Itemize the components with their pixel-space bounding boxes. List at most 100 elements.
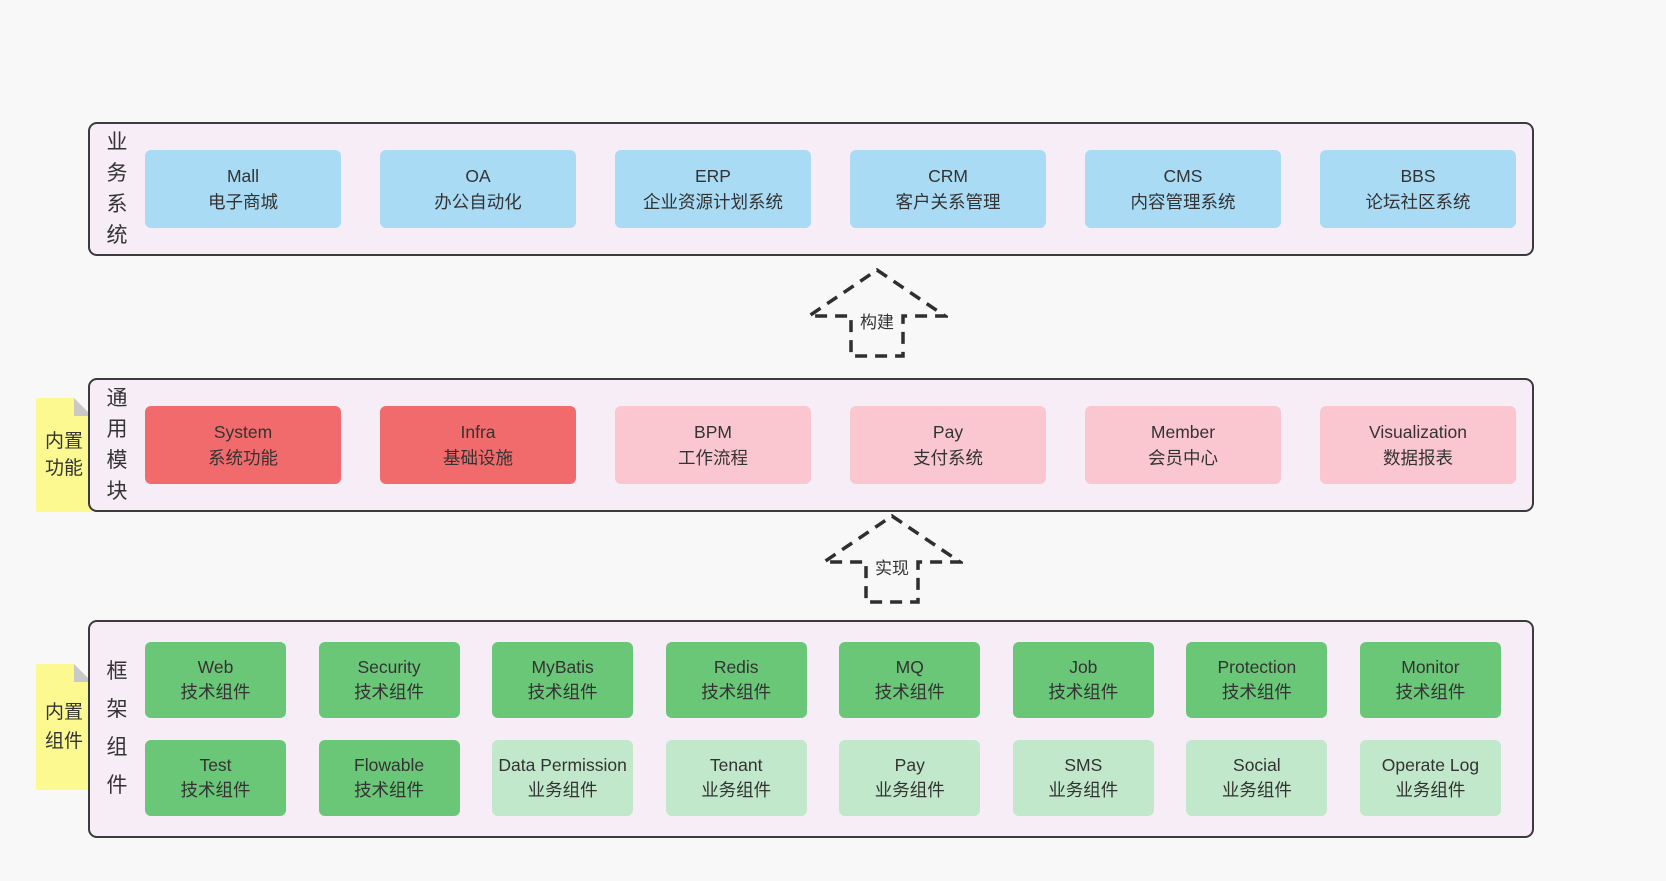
box-name: Tenant — [709, 755, 763, 775]
box-name: Protection — [1217, 657, 1297, 677]
box-mall: Mall 电子商城 — [145, 150, 341, 228]
box-web: Web 技术组件 — [145, 642, 286, 718]
box-desc: 基础设施 — [443, 448, 513, 468]
box-name: SMS — [1064, 755, 1103, 775]
dashed-up-arrow-icon — [821, 513, 963, 604]
framework-components-label: 框架组件 — [106, 660, 128, 797]
box-desc: 业务组件 — [1395, 780, 1466, 800]
box-desc: 业务组件 — [1221, 780, 1292, 800]
box-desc: 技术组件 — [354, 682, 425, 702]
builtin-features-sticky: 内置功能 — [36, 398, 92, 512]
box-name: Data Permission — [498, 755, 627, 775]
box-desc: 论坛社区系统 — [1365, 192, 1471, 212]
box-cms: CMS 内容管理系统 — [1085, 150, 1281, 228]
box-desc: 技术组件 — [180, 780, 251, 800]
box-desc: 技术组件 — [527, 682, 598, 702]
business-systems-panel: 业务系统 Mall 电子商城 OA 办公自动化 ERP 企业资源计划系统 CRM… — [88, 122, 1534, 256]
build-arrow-label: 构建 — [857, 308, 897, 333]
box-data-permission: Data Permission 业务组件 — [492, 740, 634, 816]
box-name: MyBatis — [531, 657, 594, 677]
box-desc: 技术组件 — [1048, 682, 1119, 702]
box-name: Flowable — [354, 755, 425, 775]
box-name: Redis — [713, 657, 759, 677]
box-desc: 客户关系管理 — [895, 192, 1001, 212]
components-row-1: Web 技术组件 Security 技术组件 MyBatis 技术组件 Redi… — [145, 642, 1501, 718]
builtin-components-sticky: 内置组件 — [36, 664, 92, 790]
box-name: Visualization — [1369, 422, 1467, 442]
implement-arrow: 实现 — [821, 512, 963, 606]
box-sms: SMS 业务组件 — [1012, 740, 1154, 816]
business-systems-boxes: Mall 电子商城 OA 办公自动化 ERP 企业资源计划系统 CRM 客户关系… — [132, 124, 1532, 254]
box-desc: 办公自动化 — [434, 192, 522, 212]
box-name: Social — [1233, 755, 1281, 775]
framework-components-rows: Web 技术组件 Security 技术组件 MyBatis 技术组件 Redi… — [132, 622, 1532, 836]
box-desc: 业务组件 — [1048, 780, 1119, 800]
box-bpm: BPM 工作流程 — [615, 406, 811, 484]
box-security: Security 技术组件 — [318, 642, 460, 718]
box-name: Web — [197, 657, 234, 677]
box-name: Infra — [460, 422, 496, 442]
business-systems-label: 业务系统 — [106, 131, 128, 247]
box-desc: 电子商城 — [208, 192, 278, 212]
box-name: Operate Log — [1381, 755, 1480, 775]
box-name: Test — [199, 755, 232, 775]
implement-arrow-label: 实现 — [872, 554, 912, 579]
box-name: OA — [465, 166, 491, 186]
box-name: Monitor — [1401, 657, 1460, 677]
box-desc: 业务组件 — [701, 780, 772, 800]
box-mybatis: MyBatis 技术组件 — [492, 642, 634, 718]
build-arrow: 构建 — [806, 266, 948, 360]
box-protection: Protection 技术组件 — [1186, 642, 1328, 718]
box-name: CMS — [1163, 166, 1203, 186]
box-desc: 工作流程 — [678, 448, 748, 468]
box-name: Security — [357, 657, 421, 677]
box-erp: ERP 企业资源计划系统 — [615, 150, 811, 228]
box-social: Social 业务组件 — [1186, 740, 1328, 816]
box-desc: 技术组件 — [874, 682, 945, 702]
dashed-up-arrow-icon — [806, 267, 948, 358]
box-pay-component: Pay 业务组件 — [839, 740, 981, 816]
box-desc: 技术组件 — [354, 780, 425, 800]
box-name: Mall — [226, 166, 260, 186]
box-name: CRM — [928, 166, 968, 186]
box-tenant: Tenant 业务组件 — [665, 740, 807, 816]
box-name: ERP — [695, 166, 731, 186]
box-name: Pay — [932, 422, 964, 442]
box-visualization: Visualization 数据报表 — [1320, 406, 1516, 484]
common-modules-label: 通用模块 — [106, 387, 128, 503]
box-desc: 业务组件 — [527, 780, 598, 800]
box-name: MQ — [895, 657, 924, 677]
box-name: Job — [1069, 657, 1098, 677]
box-operate-log: Operate Log 业务组件 — [1359, 740, 1501, 816]
box-desc: 数据报表 — [1383, 448, 1453, 468]
box-desc: 内容管理系统 — [1130, 192, 1236, 212]
box-desc: 业务组件 — [874, 780, 945, 800]
box-desc: 技术组件 — [701, 682, 772, 702]
box-monitor: Monitor 技术组件 — [1359, 642, 1501, 718]
box-oa: OA 办公自动化 — [380, 150, 576, 228]
box-infra: Infra 基础设施 — [380, 406, 576, 484]
box-test: Test 技术组件 — [145, 740, 286, 816]
box-desc: 技术组件 — [180, 682, 251, 702]
box-crm: CRM 客户关系管理 — [850, 150, 1046, 228]
components-row-2: Test 技术组件 Flowable 技术组件 Data Permission … — [145, 740, 1501, 816]
box-desc: 支付系统 — [913, 448, 983, 468]
box-mq: MQ 技术组件 — [839, 642, 981, 718]
common-modules-panel: 通用模块 System 系统功能 Infra 基础设施 BPM 工作流程 Pay… — [88, 378, 1534, 512]
box-desc: 会员中心 — [1148, 448, 1218, 468]
framework-components-panel: 框架组件 Web 技术组件 Security 技术组件 MyBatis 技术组件… — [88, 620, 1534, 838]
box-name: BBS — [1400, 166, 1436, 186]
box-desc: 技术组件 — [1395, 682, 1466, 702]
box-system: System 系统功能 — [145, 406, 341, 484]
box-bbs: BBS 论坛社区系统 — [1320, 150, 1516, 228]
box-desc: 系统功能 — [208, 448, 278, 468]
common-modules-boxes: System 系统功能 Infra 基础设施 BPM 工作流程 Pay 支付系统… — [132, 380, 1532, 510]
box-desc: 技术组件 — [1221, 682, 1292, 702]
box-desc: 企业资源计划系统 — [643, 192, 783, 212]
box-redis: Redis 技术组件 — [665, 642, 807, 718]
box-name: BPM — [694, 422, 732, 442]
box-member: Member 会员中心 — [1085, 406, 1281, 484]
box-flowable: Flowable 技术组件 — [318, 740, 460, 816]
box-name: Member — [1150, 422, 1216, 442]
